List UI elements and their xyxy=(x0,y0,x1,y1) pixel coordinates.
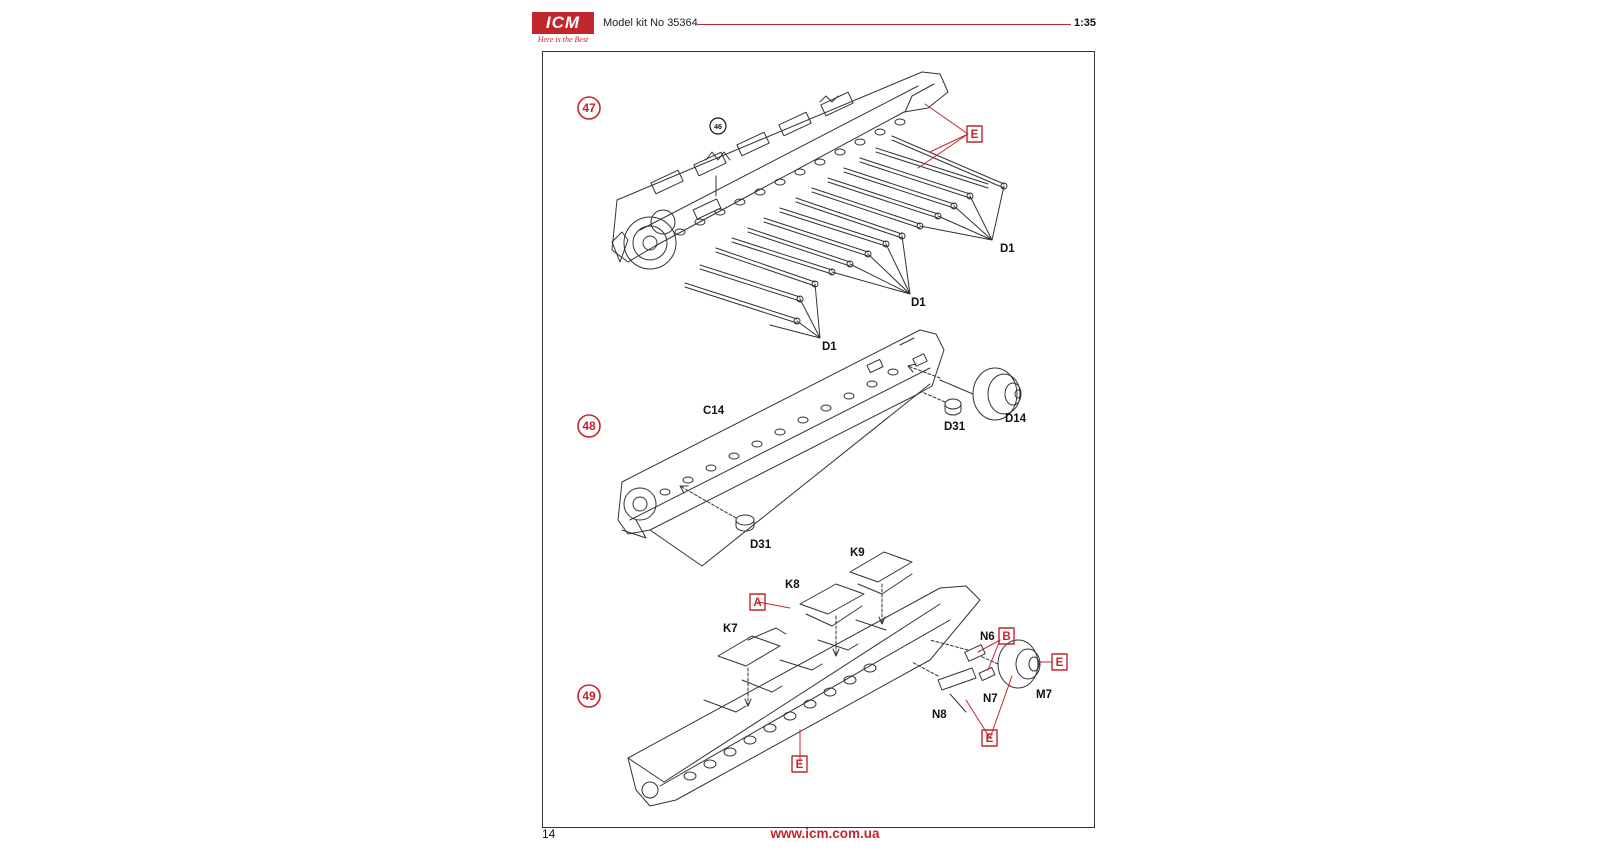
brand-name: ICM xyxy=(532,12,594,34)
step-47-torsion-bars xyxy=(684,135,1008,325)
part-label-n7: N7 xyxy=(983,693,998,705)
part-label-n8: N8 xyxy=(932,709,947,721)
paint-ref-49-b: B xyxy=(1002,631,1010,643)
website-link[interactable]: www.icm.com.ua xyxy=(770,826,880,841)
part-label-d1-left: D1 xyxy=(822,341,837,353)
part-label-k8: K8 xyxy=(785,579,800,591)
paint-ref-49-e1: E xyxy=(1056,657,1064,669)
step-48-final-drive xyxy=(939,367,1022,421)
scale-label: 1:35 xyxy=(1074,17,1097,29)
step-49-arrows xyxy=(744,583,886,707)
icm-logo: ICM Here is the Best xyxy=(532,12,594,46)
part-label-d14: D14 xyxy=(1005,413,1027,425)
step-48-caps xyxy=(735,398,962,532)
step-49-badge xyxy=(577,684,601,708)
step-49-small-parts xyxy=(911,639,1041,713)
paint-ref-49-e2: E xyxy=(986,733,994,745)
brand-tagline: Here is the Best xyxy=(537,35,589,44)
paint-ref-box-49-e3 xyxy=(791,755,808,773)
part-label-d31-right: D31 xyxy=(944,421,966,433)
header-rule xyxy=(697,24,1071,25)
paint-ref-box-49-e2 xyxy=(981,729,998,747)
step-49-hull xyxy=(627,585,981,807)
step-47-e-leaders xyxy=(917,103,969,169)
step-47-leaders xyxy=(769,185,1005,339)
step-48-badge xyxy=(577,414,601,438)
step-47-number: 47 xyxy=(582,101,596,115)
kit-number: Model kit No 35364 xyxy=(603,17,698,29)
step-47-hull xyxy=(611,71,949,270)
part-label-d31-left: D31 xyxy=(750,539,772,551)
page-header: ICM Here is the Best Model kit No 35364 … xyxy=(0,0,1620,50)
step-46-reference: 46 xyxy=(714,124,722,131)
part-label-k7: K7 xyxy=(723,623,738,635)
paint-ref-box-49-e1 xyxy=(1051,653,1068,671)
part-label-c14: C14 xyxy=(703,405,725,417)
instruction-frame xyxy=(542,51,1095,828)
paint-ref-49-a: A xyxy=(753,597,761,609)
step-48-hull xyxy=(617,329,945,567)
paint-ref-box-49-a xyxy=(749,593,766,611)
step-48-number: 48 xyxy=(582,419,596,433)
paint-ref-box-49-b xyxy=(998,627,1015,645)
paint-ref-47-e: E xyxy=(971,129,979,141)
part-label-m7: M7 xyxy=(1036,689,1052,701)
part-label-d1-right: D1 xyxy=(1000,243,1015,255)
paint-ref-49-e3: E xyxy=(796,759,804,771)
page-number: 14 xyxy=(542,827,556,841)
step-46-reference-badge xyxy=(709,117,727,135)
paint-ref-box-47-e xyxy=(966,125,983,143)
step-49-number: 49 xyxy=(582,689,596,703)
step-49-fender-plates xyxy=(717,551,913,667)
step-48-arrows xyxy=(679,363,946,519)
part-label-d1-middle: D1 xyxy=(911,297,926,309)
part-label-k9: K9 xyxy=(850,547,865,559)
part-label-n6: N6 xyxy=(980,631,995,643)
step-47-badge xyxy=(577,96,601,120)
